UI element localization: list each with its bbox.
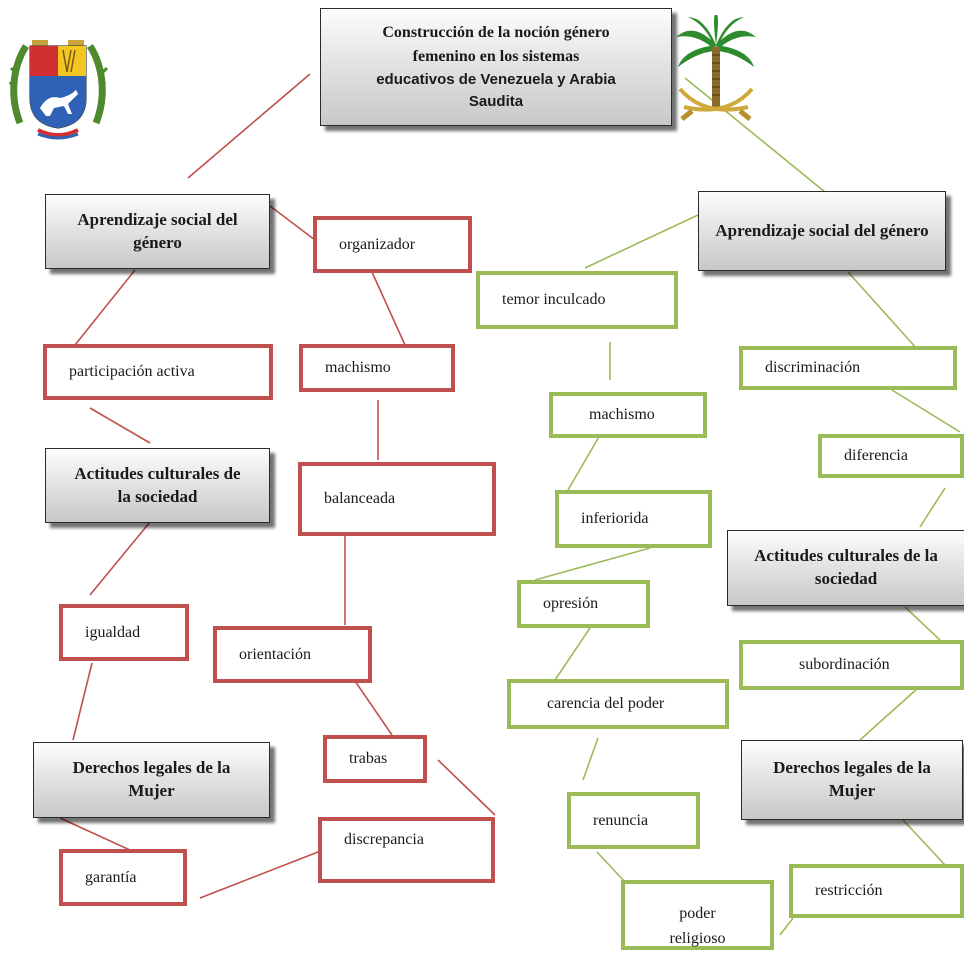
arabia-concept-carencia-label: carencia del poder — [547, 695, 665, 712]
connector — [89, 521, 151, 596]
venezuela-concept-igualdad-label: igualdad — [85, 623, 141, 641]
connector — [354, 680, 393, 736]
arabia-concept-discriminacion-label: discriminación — [765, 359, 861, 376]
title-line-4: Saudita — [468, 93, 524, 110]
connector — [187, 73, 311, 179]
venezuela-concept-participacion: participación activa — [43, 344, 273, 400]
venezuela-concept-orientacion: orientación — [213, 626, 372, 683]
title-line-2: femenino en los sistemas — [412, 47, 580, 65]
connector — [554, 627, 591, 681]
arabia-concept-machismo: machismo — [549, 392, 707, 438]
venezuela-concept-machismo: machismo — [299, 344, 455, 392]
venezuela-concept-organizador: organizador — [313, 216, 472, 273]
connector — [779, 917, 794, 936]
arabia-concept-renuncia: renuncia — [567, 792, 700, 849]
venezuela-concept-trabas: trabas — [323, 735, 427, 783]
saudi-palm-swords-emblem-icon — [676, 15, 756, 121]
connector — [584, 214, 699, 269]
venezuela-header-actitudes-label: Actitudes culturales de la sociedad — [74, 463, 241, 506]
arabia-concept-subordinacion-label: subordinación — [799, 656, 890, 673]
connector — [582, 737, 599, 781]
venezuela-concept-balanceada-label: balanceada — [324, 490, 396, 507]
arabia-concept-diferencia-label: diferencia — [844, 447, 908, 464]
venezuela-header-actitudes: Actitudes culturales de la sociedad — [45, 448, 270, 523]
title-line-3: educativos de Venezuela y Arabia — [376, 70, 616, 88]
title-line-1: Construcción de la noción género — [382, 23, 610, 41]
venezuela-concept-participacion-label: participación activa — [69, 363, 195, 380]
venezuela-header-aprendizaje-label: Aprendizaje social del género — [77, 209, 238, 252]
arabia-header-derechos: Derechos legales de la Mujer — [741, 740, 963, 820]
connector — [859, 687, 919, 741]
arabia-concept-inferiorida-label: inferiorida — [581, 510, 649, 527]
venezuela-concept-machismo-label: machismo — [325, 359, 391, 376]
connector — [904, 606, 941, 641]
connector — [567, 434, 601, 491]
arabia-concept-inferiorida: inferiorida — [555, 490, 712, 548]
connector — [891, 389, 961, 433]
connector — [74, 269, 136, 346]
arabia-header-aprendizaje-label: Aprendizaje social del género — [715, 220, 929, 240]
diagram-title: Construcción de la noción género femenin… — [320, 8, 672, 126]
venezuela-concept-trabas-label: trabas — [349, 750, 388, 767]
arabia-concept-discriminacion: discriminación — [739, 346, 957, 390]
arabia-concept-poder-religioso: poder religioso — [621, 880, 774, 950]
connector — [89, 407, 151, 444]
connector — [437, 759, 496, 816]
connector — [534, 547, 651, 581]
connector — [919, 487, 946, 528]
arabia-concept-temor-label: temor inculcado — [502, 291, 606, 308]
venezuela-concept-balanceada: balanceada — [298, 462, 496, 536]
connector — [684, 77, 826, 193]
arabia-concept-carencia: carencia del poder — [507, 679, 729, 729]
venezuela-concept-igualdad: igualdad — [59, 604, 189, 661]
arabia-concept-diferencia: diferencia — [818, 434, 964, 478]
arabia-connectors — [534, 77, 961, 936]
venezuela-header-derechos-label: Derechos legales de la Mujer — [72, 758, 231, 800]
venezuela-concept-garantia: garantía — [59, 849, 187, 906]
venezuela-concept-garantia-label: garantía — [85, 868, 137, 886]
arabia-concept-opresion-label: opresión — [543, 595, 599, 612]
connector — [269, 205, 316, 241]
arabia-concept-opresion: opresión — [517, 580, 650, 628]
venezuela-connectors — [59, 73, 496, 899]
arabia-concept-machismo-label: machismo — [589, 406, 655, 423]
arabia-concept-subordinacion: subordinación — [739, 640, 964, 690]
venezuela-concept-organizador-label: organizador — [339, 235, 416, 253]
arabia-header-actitudes: Actitudes culturales de la sociedad — [727, 530, 964, 606]
connector — [59, 817, 131, 851]
connector — [371, 271, 406, 346]
arabia-concept-poder-religioso-label: poder religioso — [669, 905, 726, 947]
connector — [596, 851, 626, 883]
venezuela-concept-discrepancia: discrepancia — [318, 817, 495, 883]
venezuela-coat-of-arms-icon — [8, 40, 108, 140]
connector — [902, 819, 946, 866]
arabia-header-aprendizaje: Aprendizaje social del género — [698, 191, 946, 271]
venezuela-concept-discrepancia-label: discrepancia — [344, 831, 424, 848]
venezuela-header-derechos: Derechos legales de la Mujer — [33, 742, 270, 818]
arabia-header-derechos-label: Derechos legales de la Mujer — [773, 758, 931, 800]
arabia-concept-restriccion: restricción — [789, 864, 964, 918]
venezuela-header-aprendizaje: Aprendizaje social del género — [45, 194, 270, 269]
arabia-header-actitudes-label: Actitudes culturales de la sociedad — [754, 546, 938, 588]
arabia-concept-temor: temor inculcado — [476, 271, 678, 329]
arabia-concept-renuncia-label: renuncia — [593, 811, 649, 829]
connector — [72, 662, 93, 741]
connector — [847, 271, 919, 351]
connector — [199, 851, 319, 899]
venezuela-concept-orientacion-label: orientación — [239, 645, 311, 663]
arabia-concept-restriccion-label: restricción — [815, 882, 883, 899]
